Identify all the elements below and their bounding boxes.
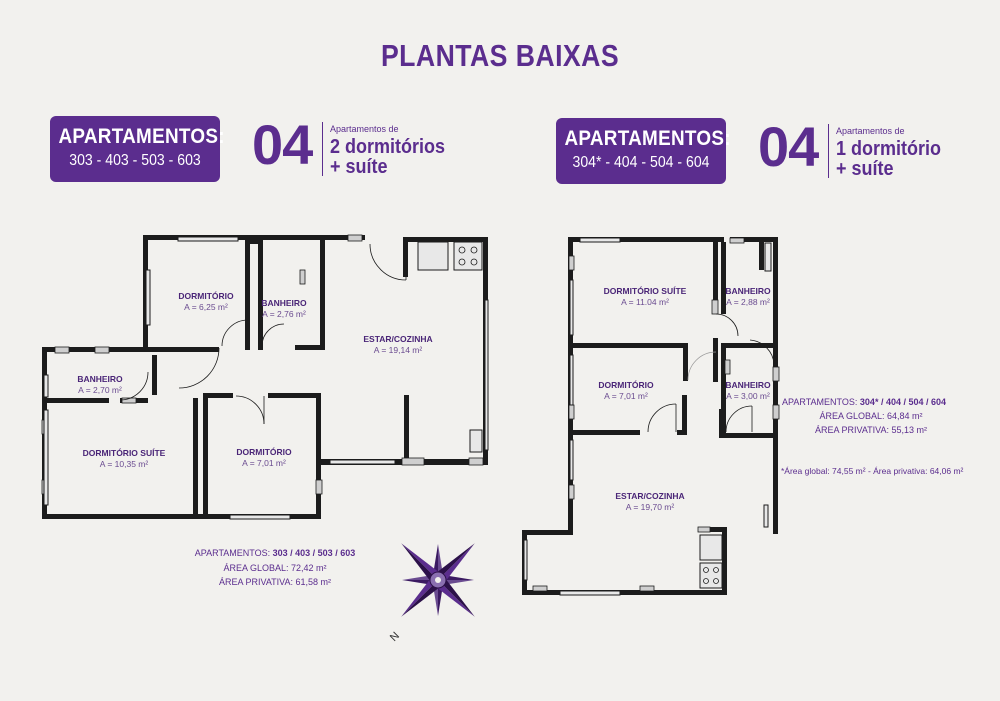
left-room-dormitorio-suite: DORMITÓRIO SUÍTE xyxy=(82,448,166,458)
left-unit-count: 04 xyxy=(252,113,313,176)
right-room-dormitorio-suite-area: A = 11.04 m² xyxy=(621,297,669,307)
left-room-banheiro-1: BANHEIRO xyxy=(261,298,307,308)
left-area-privativa: ÁREA PRIVATIVA: 61,58 m² xyxy=(218,577,332,587)
left-room-dormitorio-1: DORMITÓRIO xyxy=(178,291,234,301)
right-apartments-of: Apartamentos de xyxy=(836,126,905,136)
left-info-apartments: APARTAMENTOS: 303 / 403 / 503 / 603 xyxy=(180,548,370,558)
right-apartments-box: APARTAMENTOS: 304* - 404 - 504 - 604 xyxy=(556,118,731,184)
right-box-heading: APARTAMENTOS: xyxy=(564,127,731,150)
left-room-dormitorio-suite-area: A = 10,35 m² xyxy=(99,459,149,469)
right-room-estar-cozinha-area: A = 19,70 m² xyxy=(625,502,675,512)
right-unit-count: 04 xyxy=(758,115,819,178)
right-room-banheiro-1-area: A = 2,88 m² xyxy=(726,297,770,307)
right-type-line1: 1 dormitório xyxy=(836,138,942,160)
left-apartments-box: APARTAMENTOS: 303 - 403 - 503 - 603 xyxy=(50,116,225,182)
right-area-global: ÁREA GLOBAL: 64,84 m² xyxy=(819,411,923,421)
right-room-dormitorio: DORMITÓRIO xyxy=(598,380,654,390)
right-divider xyxy=(828,124,829,178)
left-divider xyxy=(322,122,323,176)
left-area-global: ÁREA GLOBAL: 72,42 m² xyxy=(223,563,327,573)
left-room-estar-cozinha: ESTAR/COZINHA xyxy=(363,334,433,344)
right-room-banheiro-2-area: A = 3,00 m² xyxy=(726,391,770,401)
compass-rose-icon xyxy=(401,543,475,617)
left-room-dormitorio-1-area: A = 6,25 m² xyxy=(184,302,228,312)
right-info-label: APARTAMENTOS: xyxy=(782,397,858,407)
right-area-privativa: ÁREA PRIVATIVA: 55,13 m² xyxy=(814,425,928,435)
right-room-estar-cozinha: ESTAR/COZINHA xyxy=(615,491,685,501)
left-apartments-of: Apartamentos de xyxy=(330,124,399,134)
left-room-banheiro-2: BANHEIRO xyxy=(77,374,123,384)
left-room-dormitorio-2: DORMITÓRIO xyxy=(236,447,292,457)
right-room-banheiro-2: BANHEIRO xyxy=(725,380,771,390)
left-box-units: 303 - 403 - 503 - 603 xyxy=(69,152,201,169)
right-room-banheiro-1: BANHEIRO xyxy=(725,286,771,296)
page-title: PLANTAS BAIXAS xyxy=(380,38,620,73)
left-info-label: APARTAMENTOS: xyxy=(194,548,271,558)
left-room-banheiro-1-area: A = 2,76 m² xyxy=(262,309,306,319)
left-room-banheiro-2-area: A = 2,70 m² xyxy=(78,385,122,395)
right-info-apartments: APARTAMENTOS: 304* / 404 / 504 / 604 xyxy=(760,397,946,407)
right-info-units: 304* / 404 / 504 / 604 xyxy=(859,397,946,407)
left-box-heading: APARTAMENTOS: xyxy=(58,125,225,148)
left-room-dormitorio-2-area: A = 7,01 m² xyxy=(242,458,286,468)
left-room-estar-cozinha-area: A = 19,14 m² xyxy=(373,345,423,355)
right-type-line2: + suíte xyxy=(836,158,894,180)
right-room-dormitorio-area: A = 7,01 m² xyxy=(604,391,648,401)
right-room-dormitorio-suite: DORMITÓRIO SUÍTE xyxy=(603,286,687,296)
left-type-line1: 2 dormitórios xyxy=(330,136,446,158)
right-box-units: 304* - 404 - 504 - 604 xyxy=(572,154,710,171)
left-type-line2: + suíte xyxy=(330,156,388,178)
right-footnote: *Área global: 74,55 m² - Área privativa:… xyxy=(781,466,964,476)
left-info-units: 303 / 403 / 503 / 603 xyxy=(272,548,356,558)
